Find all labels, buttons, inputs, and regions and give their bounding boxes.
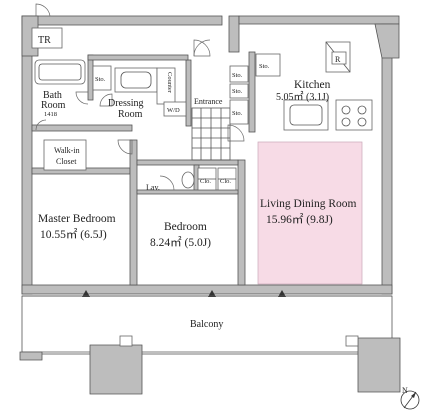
outer-walls [21, 15, 400, 295]
room-labels: TR Bath Room 1418 Dressing Room Entrance… [38, 35, 357, 330]
ldr-area: 15.96㎡ (9.8J) [266, 213, 333, 226]
bath-label-2: Room [41, 100, 66, 111]
walkin-label-2: Closet [56, 157, 77, 166]
clo-label-1: Clo. [200, 178, 211, 185]
window-markers [82, 290, 286, 297]
tr-label: TR [38, 35, 51, 46]
master-bedroom-label: Master Bedroom [38, 213, 116, 225]
ldr-area-fill [257, 141, 363, 285]
kitchen-area: 5.05㎡ (3.1J) [276, 91, 329, 103]
sto-label-entrance-3: Sto. [232, 110, 243, 117]
master-bedroom-area: 10.55㎡ (6.5J) [40, 228, 107, 241]
bath-label: Bath [43, 90, 62, 101]
sto-label-entrance-2: Sto. [232, 88, 243, 95]
dressing-label: Dressing [108, 98, 144, 109]
clo-label-2: Clo. [220, 178, 231, 185]
lav-fixtures [181, 167, 237, 191]
sto-label-entrance-1: Sto. [232, 72, 243, 79]
fixture-labels: Sto. Sto. Sto. Sto. Sto. W/D Counter Clo… [95, 55, 341, 185]
entrance-label: Entrance [194, 97, 223, 106]
counter-label: Counter [166, 72, 173, 94]
kitchen-label: Kitchen [294, 79, 331, 91]
ldr-label: Living Dining Room [260, 198, 357, 210]
bathtub [34, 59, 86, 85]
dressing-label-2: Room [118, 109, 143, 120]
bedroom-label: Bedroom [164, 221, 207, 233]
entrance-tiles [191, 107, 231, 161]
north-arrow-icon: N [400, 386, 420, 410]
refrigerator-label: R [335, 55, 341, 64]
interior-walls [31, 51, 256, 286]
kitchen-fixtures [283, 41, 373, 131]
bedroom-area: 8.24㎡ (5.0J) [150, 236, 211, 249]
storage-units [43, 53, 281, 171]
vanity [114, 67, 187, 117]
door-swings [35, 3, 245, 191]
sto-label-bath: Sto. [95, 76, 106, 83]
north-label: N [402, 386, 408, 395]
wd-label: W/D [167, 107, 180, 114]
lav-label: Lav. [146, 183, 160, 192]
sto-label-kitchen: Sto. [259, 63, 270, 70]
bath-code: 1418 [44, 111, 57, 118]
balcony [19, 295, 401, 395]
walkin-label: Walk-in [54, 146, 80, 155]
balcony-label: Balcony [190, 319, 223, 330]
